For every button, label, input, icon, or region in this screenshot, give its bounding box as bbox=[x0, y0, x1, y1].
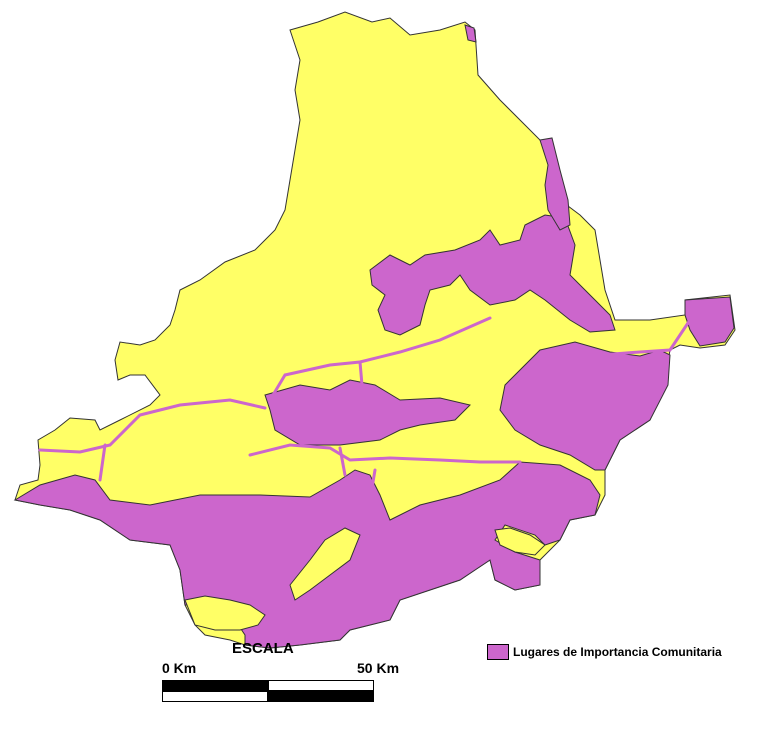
scale-left-label: 0 Km bbox=[162, 660, 197, 676]
lic-area bbox=[464, 24, 477, 43]
region-enclave bbox=[184, 595, 266, 631]
legend-swatch bbox=[487, 644, 509, 660]
lic-areas bbox=[13, 24, 735, 649]
rivers bbox=[38, 316, 692, 522]
scale-title: ESCALA bbox=[232, 640, 294, 657]
lic-area bbox=[499, 341, 671, 471]
legend: Lugares de Importancia Comunitaria bbox=[487, 644, 722, 660]
scale-segment bbox=[162, 691, 268, 702]
lic-area bbox=[539, 137, 571, 231]
legend-label: Lugares de Importancia Comunitaria bbox=[513, 645, 722, 659]
scale-bar bbox=[162, 680, 374, 702]
scale-segment bbox=[268, 691, 374, 702]
scale-segment bbox=[268, 680, 374, 691]
river-line bbox=[368, 468, 377, 522]
scale-right-label: 50 Km bbox=[357, 660, 400, 676]
scale-segment bbox=[162, 680, 268, 691]
region-enclave bbox=[289, 527, 361, 601]
lic-area bbox=[684, 296, 735, 347]
river-line bbox=[598, 318, 692, 357]
region-enclave bbox=[494, 527, 546, 556]
river-line bbox=[38, 398, 267, 454]
river-line bbox=[248, 443, 522, 464]
river-line bbox=[338, 446, 347, 477]
river-line bbox=[358, 360, 364, 387]
lic-area bbox=[369, 214, 616, 336]
lic-area bbox=[264, 379, 471, 446]
river-line bbox=[98, 443, 107, 482]
